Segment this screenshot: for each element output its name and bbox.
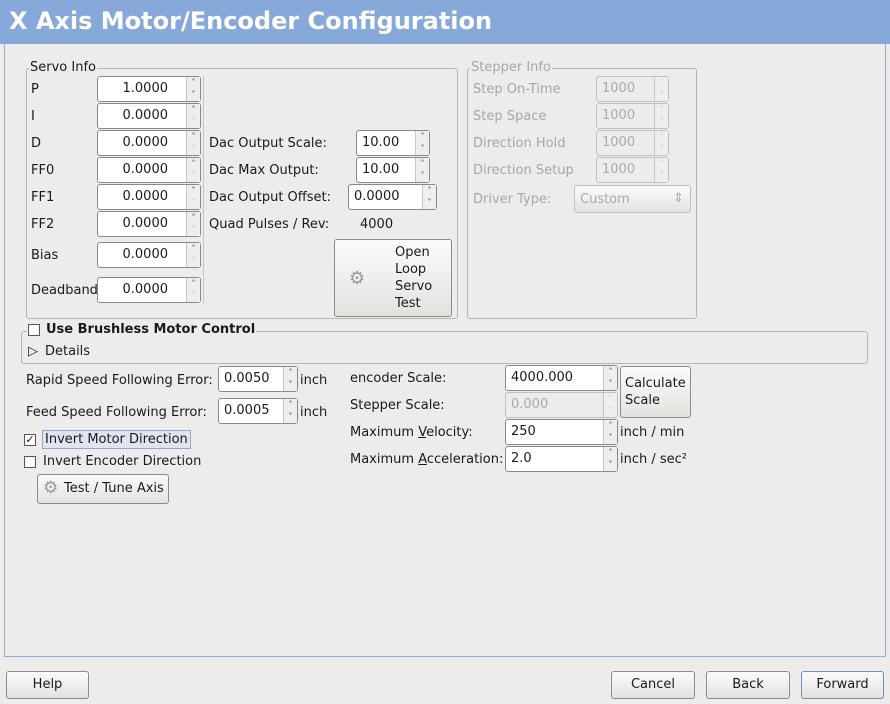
spin-arrows-icon[interactable]: ˄˅ (654, 158, 668, 182)
triangle-right-icon: ▷ (28, 344, 38, 359)
servo-param-label: I (31, 109, 35, 124)
test-tune-axis-button[interactable]: ⚙Test / Tune Axis (37, 474, 169, 504)
stepper-param-spin[interactable]: 1000˄˅ (596, 103, 669, 129)
driver-type-label: Driver Type: (473, 192, 552, 207)
spin-arrows-icon[interactable]: ˄˅ (654, 104, 668, 128)
spin-arrows-icon[interactable]: ˄˅ (415, 131, 429, 155)
forward-button[interactable]: Forward (801, 671, 884, 699)
dac-scale-label: Dac Output Scale: (209, 136, 327, 151)
servo-param-spin[interactable]: 0.0000˄˅ (97, 277, 201, 303)
spin-arrows-icon[interactable]: ˄˅ (603, 366, 617, 390)
dac-scale-spin[interactable]: 10.00˄˅ (356, 130, 430, 156)
spin-arrows-icon[interactable]: ˄˅ (186, 212, 200, 236)
max-velocity-label: Maximum Velocity: (350, 425, 473, 440)
open-loop-servo-test-button[interactable]: ⚙ Open Loop Servo Test (334, 239, 452, 317)
quad-value: 4000 (360, 217, 394, 232)
rapid-unit: inch (300, 373, 328, 388)
servo-param-label: Bias (31, 248, 59, 263)
spin-arrows-icon[interactable]: ˄˅ (186, 278, 200, 302)
main-frame (4, 44, 886, 657)
invert-encoder-checkbox[interactable]: Invert Encoder Direction (24, 454, 201, 469)
servo-param-label: FF2 (31, 217, 55, 232)
feed-error-spin[interactable]: 0.0005˄˅ (218, 398, 298, 424)
spin-arrows-icon[interactable]: ˄˅ (186, 77, 200, 101)
rapid-error-spin[interactable]: 0.0050˄˅ (218, 366, 298, 392)
gears-icon: ⚙ (43, 478, 59, 498)
checkbox-icon (24, 455, 36, 468)
dac-offset-spin[interactable]: 0.0000˄˅ (348, 184, 437, 210)
help-button[interactable]: Help (6, 671, 89, 699)
details-expander[interactable]: ▷Details (28, 344, 91, 359)
spin-arrows-icon[interactable]: ˄˅ (415, 158, 429, 182)
calculate-scale-button[interactable]: Calculate Scale (620, 366, 691, 418)
spin-arrows-icon[interactable]: ˄˅ (186, 185, 200, 209)
servo-param-spin[interactable]: 0.0000˄˅ (97, 157, 201, 183)
rapid-error-label: Rapid Speed Following Error: (26, 373, 213, 388)
spin-arrows-icon[interactable]: ˄˅ (654, 131, 668, 155)
spin-arrows-icon[interactable]: ˄˅ (603, 447, 617, 471)
max-acceleration-label: Maximum Acceleration: (350, 452, 504, 467)
stepper-param-label: Direction Setup (473, 163, 574, 178)
stepper-param-label: Step On-Time (473, 82, 561, 97)
stepper-param-label: Step Space (473, 109, 547, 124)
servo-param-label: P (31, 82, 39, 97)
max-acceleration-spin[interactable]: 2.0˄˅ (505, 446, 618, 472)
stepper-scale-label: Stepper Scale: (350, 398, 445, 413)
servo-param-spin[interactable]: 0.0000˄˅ (97, 184, 201, 210)
servo-param-spin[interactable]: 0.0000˄˅ (97, 130, 201, 156)
spin-arrows-icon[interactable]: ˄˅ (603, 420, 617, 444)
max-acceleration-unit: inch / sec² (620, 452, 688, 467)
checkbox-icon (28, 323, 40, 336)
dac-max-spin[interactable]: 10.00˄˅ (356, 157, 430, 183)
gears-icon: ⚙ (349, 268, 366, 289)
divider (203, 76, 204, 304)
servo-param-spin[interactable]: 1.0000˄˅ (97, 76, 201, 102)
encoder-scale-spin[interactable]: 4000.000˄˅ (505, 365, 618, 391)
select-arrows-icon: ⇕ (673, 191, 684, 206)
spin-arrows-icon[interactable]: ˄˅ (654, 77, 668, 101)
stepper-scale-spin[interactable]: 0.000˄˅ (505, 392, 618, 418)
stepper-param-label: Direction Hold (473, 136, 566, 151)
spin-arrows-icon[interactable]: ˄˅ (283, 367, 297, 391)
servo-param-label: FF0 (31, 163, 55, 178)
dac-offset-label: Dac Output Offset: (209, 190, 331, 205)
stepper-info-group (467, 68, 697, 319)
spin-arrows-icon[interactable]: ˄˅ (186, 243, 200, 267)
back-button[interactable]: Back (706, 671, 790, 699)
brushless-group (21, 331, 868, 364)
window-title: X Axis Motor/Encoder Configuration (0, 0, 890, 44)
spin-arrows-icon[interactable]: ˄˅ (186, 104, 200, 128)
stepper-param-spin[interactable]: 1000˄˅ (596, 130, 669, 156)
servo-param-label: Deadband (31, 283, 98, 298)
driver-type-select[interactable]: Custom⇕ (574, 185, 691, 213)
feed-unit: inch (300, 405, 328, 420)
quad-label: Quad Pulses / Rev: (209, 217, 330, 232)
spin-arrows-icon[interactable]: ˄˅ (283, 399, 297, 423)
spin-arrows-icon[interactable]: ˄˅ (422, 185, 436, 209)
cancel-button[interactable]: Cancel (611, 671, 695, 699)
dac-max-label: Dac Max Output: (209, 163, 319, 178)
feed-error-label: Feed Speed Following Error: (26, 405, 207, 420)
servo-info-group (26, 68, 458, 319)
spin-arrows-icon[interactable]: ˄˅ (603, 393, 617, 417)
stepper-info-label: Stepper Info (470, 60, 552, 75)
checkmark-icon: ✓ (24, 432, 36, 446)
servo-info-label: Servo Info (29, 60, 97, 75)
stepper-param-spin[interactable]: 1000˄˅ (596, 76, 669, 102)
servo-param-spin[interactable]: 0.0000˄˅ (97, 242, 201, 268)
servo-param-label: D (31, 136, 42, 151)
servo-param-spin[interactable]: 0.0000˄˅ (97, 211, 201, 237)
max-velocity-spin[interactable]: 250˄˅ (505, 419, 618, 445)
servo-param-label: FF1 (31, 190, 55, 205)
brushless-checkbox[interactable]: Use Brushless Motor Control (27, 322, 257, 337)
encoder-scale-label: encoder Scale: (350, 371, 447, 386)
servo-param-spin[interactable]: 0.0000˄˅ (97, 103, 201, 129)
stepper-param-spin[interactable]: 1000˄˅ (596, 157, 669, 183)
invert-motor-checkbox[interactable]: ✓Invert Motor Direction (24, 430, 191, 449)
max-velocity-unit: inch / min (620, 425, 685, 440)
spin-arrows-icon[interactable]: ˄˅ (186, 158, 200, 182)
spin-arrows-icon[interactable]: ˄˅ (186, 131, 200, 155)
